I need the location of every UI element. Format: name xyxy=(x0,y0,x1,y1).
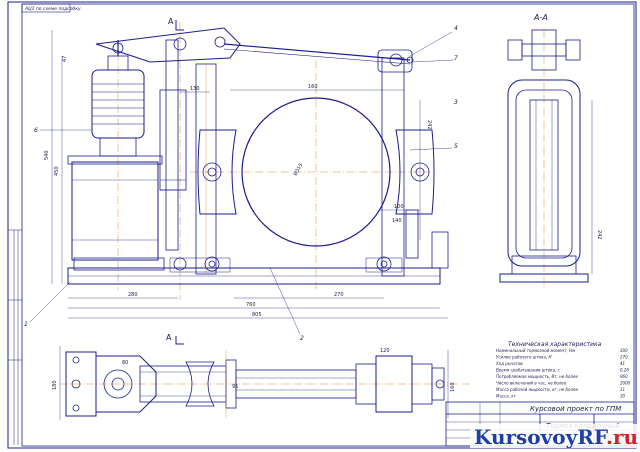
watermark-tld: .ru xyxy=(606,425,638,449)
callout-1: 1 xyxy=(24,321,28,328)
tech-row-key: Усилие рабочего штока, Н xyxy=(496,355,552,360)
tech-row-key: Масса, кг xyxy=(496,394,517,399)
dim-160: 160 xyxy=(308,84,318,90)
dim-130: 130 xyxy=(190,86,200,92)
tech-row-key: Потребляемая мощность, Вт, не более xyxy=(496,374,578,379)
callout-2: 2 xyxy=(300,335,304,342)
tech-table: Техническая характеристика Номинальный т… xyxy=(495,341,631,399)
tech-row-value: 11 xyxy=(620,387,625,392)
dim-805: 805 xyxy=(252,312,262,318)
tech-row-value: 41 xyxy=(620,361,625,366)
view-mark-a-top: А xyxy=(168,17,174,26)
tech-row-key: Ход рычагов xyxy=(495,361,523,366)
front-view xyxy=(29,22,455,335)
dim-160-plan: 160 xyxy=(450,382,456,392)
view-mark-a-bottom: А xyxy=(166,333,172,342)
dim-760: 760 xyxy=(246,302,256,308)
tech-row-value: 300 xyxy=(620,348,628,353)
dim-95: 95 xyxy=(232,384,238,390)
callout-5: 5 xyxy=(454,143,458,150)
dim-120: 120 xyxy=(380,348,390,354)
site-watermark: KursovoyRF.ru xyxy=(470,424,638,449)
dim-180: 180 xyxy=(52,380,58,390)
callout-4: 4 xyxy=(454,25,458,32)
tech-row-value: 270 xyxy=(620,355,628,360)
tech-row-value: 0,26 xyxy=(620,368,629,373)
tech-row-key: Число включений в час, не более xyxy=(496,381,567,386)
title-project: Курсовой проект по ГПМ xyxy=(530,405,621,413)
tech-row-key: Номинальный тормозной момент, Нм xyxy=(496,348,575,353)
callout-6: 6 xyxy=(34,127,38,134)
dim-80: 80 xyxy=(122,360,128,366)
dim-540: 540 xyxy=(44,150,50,160)
callout-7: 7 xyxy=(454,55,458,62)
tech-row-key: Время срабатывания штока, с xyxy=(496,368,561,373)
tech-title: Техническая характеристика xyxy=(508,341,602,348)
dim-100: 100 xyxy=(394,204,404,210)
dim-270: 270 xyxy=(334,292,344,298)
tech-row-key: Масса рабочей жидкости, кг, не более xyxy=(496,387,578,392)
tech-row-value: 2000 xyxy=(620,381,631,386)
watermark-brand: KursovoyRF xyxy=(474,425,608,449)
callout-3: 3 xyxy=(454,99,458,106)
dim-47: 47 xyxy=(62,56,68,62)
dim-140: 140 xyxy=(392,218,402,224)
dim-242: 242 xyxy=(426,120,432,130)
plan-view xyxy=(59,346,470,420)
svg-text:KursovoyRF.ru: KursovoyRF.ru xyxy=(474,425,638,449)
section-view xyxy=(499,29,593,290)
dim-450: 450 xyxy=(54,166,60,176)
dim-280: 280 xyxy=(128,292,138,298)
sheet-frame xyxy=(7,1,637,449)
top-tab-label: АЦ1 по схеме подсобку xyxy=(24,6,81,12)
dim-242-section: 242 xyxy=(596,230,602,240)
tech-row-value: 960 xyxy=(620,374,628,379)
tech-row-value: 30 xyxy=(620,394,626,399)
section-label: А-А xyxy=(533,13,548,22)
